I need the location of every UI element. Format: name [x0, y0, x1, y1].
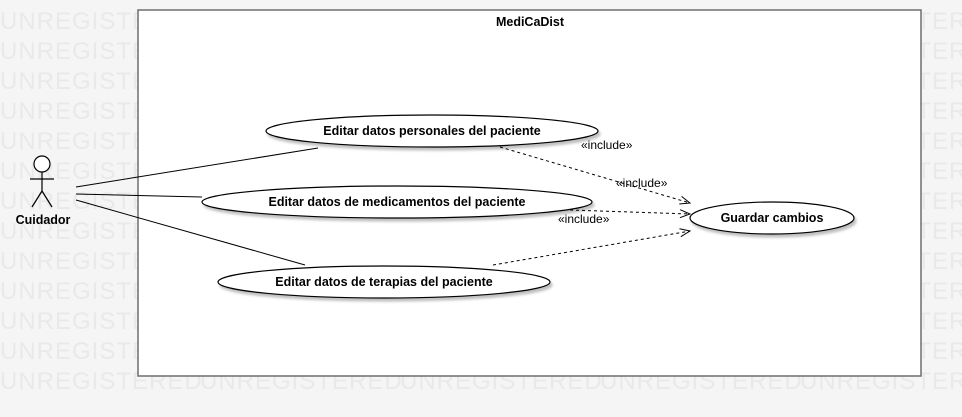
association-line-personales[interactable] — [75, 147, 319, 188]
actor-left-leg — [31, 190, 43, 208]
include-label-personales: «include» — [581, 138, 633, 152]
use-case-medicamentos-label: Editar datos de medicamentos del pacient… — [268, 195, 525, 209]
actor-right-leg — [41, 190, 53, 208]
use-case-guardar[interactable]: Guardar cambios — [689, 201, 855, 235]
use-case-terapias-label: Editar datos de terapias del paciente — [275, 275, 492, 289]
actor-cuidador[interactable]: Cuidador — [16, 155, 71, 227]
system-title: MediCaDist — [496, 15, 565, 29]
use-case-terapias[interactable]: Editar datos de terapias del paciente — [217, 265, 551, 299]
association-line-medicamentos[interactable] — [75, 193, 203, 198]
actor-label: Cuidador — [16, 213, 71, 227]
use-case-medicamentos[interactable]: Editar datos de medicamentos del pacient… — [201, 185, 593, 219]
association-line-terapias[interactable] — [75, 199, 306, 266]
use-case-guardar-label: Guardar cambios — [721, 211, 824, 225]
actor-head — [33, 155, 51, 173]
include-label-medicamentos: «include» — [616, 176, 668, 190]
include-arrow-medicamentos[interactable] — [569, 210, 690, 214]
use-case-personales-label: Editar datos personales del paciente — [323, 124, 540, 138]
include-label-terapias: «include» — [558, 212, 610, 226]
use-case-personales[interactable]: Editar datos personales del paciente — [265, 114, 599, 148]
